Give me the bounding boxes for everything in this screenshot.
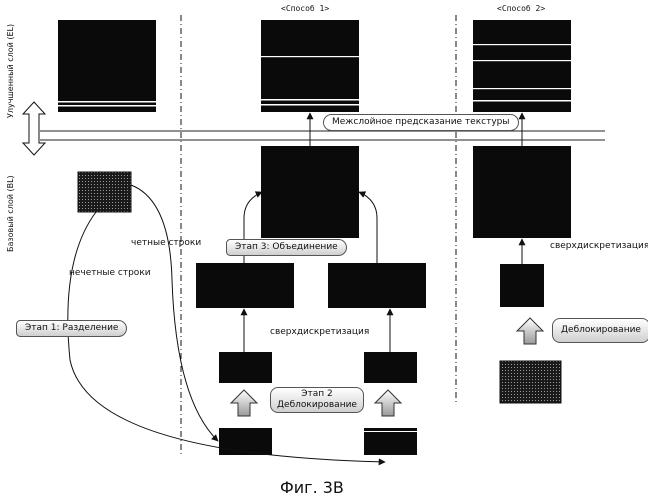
bl-source-block-m2 [500,361,561,403]
el-block-method2 [473,20,571,112]
deblocking-label-method2: Деблокирование [552,318,648,343]
method2-title: <Способ 2> [497,4,545,13]
deblocked-block-left [219,352,272,383]
layer-double-arrow-icon [23,102,45,155]
stage2-text: Деблокирование [277,400,357,411]
method1-title: <Способ 1> [281,4,329,13]
upsampling-label-method2: сверхдискретизация [550,241,648,252]
bl-upsampled-block-m2 [473,146,571,238]
bl-small-block-m2 [500,264,544,307]
enhanced-layer-label: Улучшенный слой (EL) [6,24,16,118]
deblock-arrow-right-icon [375,390,401,416]
split-block-right [364,428,417,455]
deblock-arrow-m2-icon [517,318,543,344]
upsampled-block-left [196,263,294,308]
even-rows-label: четные строки [131,238,201,249]
bl-source-block [78,172,131,212]
upsampling-label-method1: сверхдискретизация [270,327,369,338]
stage1-label: Этап 1: Разделение [16,320,127,337]
upsampled-block-right [328,263,426,308]
split-block-left [219,428,272,455]
el-block-left [58,20,156,112]
bl-merged-block [261,146,359,238]
el-block-method1 [261,20,359,112]
figure-caption: Фиг. 3В [280,478,344,497]
stage2-label: Этап 2 Деблокирование [270,387,364,413]
stage3-label: Этап 3: Объединение [226,239,347,256]
texture-prediction-label: Межслойное предсказание текстуры [323,114,519,131]
stage2-title: Этап 2 [277,389,357,400]
deblocked-block-right [364,352,417,383]
base-layer-label: Базовый слой (BL) [6,175,16,252]
deblock-arrow-left-icon [231,390,257,416]
odd-rows-label: нечетные строки [69,268,151,279]
